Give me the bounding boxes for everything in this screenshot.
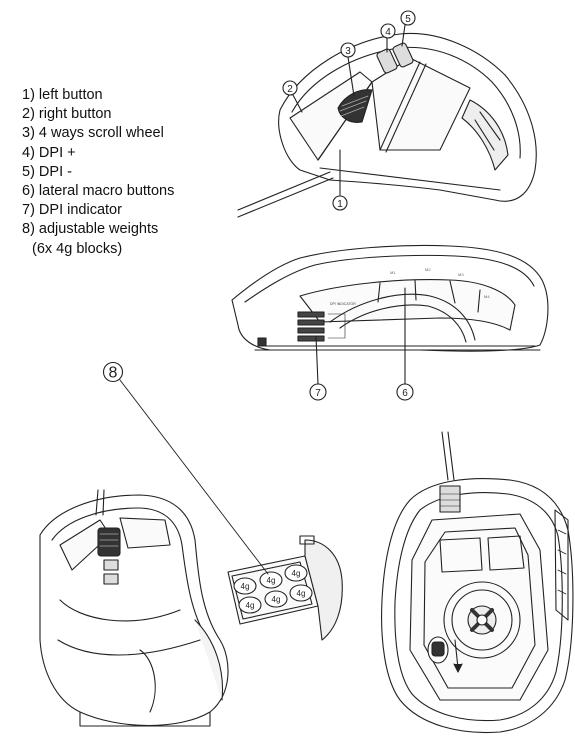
weight-block: 4g [233,577,257,595]
svg-text:3: 3 [345,46,351,57]
svg-text:4g: 4g [241,582,250,591]
callout-6: 6 [396,287,414,401]
svg-text:7: 7 [315,388,321,399]
weight-block: 4g [238,596,262,614]
legend-item-4: 4) DPI + [22,144,76,161]
weight-blocks: 4g 4g 4g 4g 4g 4g [233,564,313,614]
callout-5: 5 [400,10,416,47]
dpi-indicator-lights [297,311,325,342]
scroll-wheel [337,89,373,123]
svg-text:5: 5 [405,14,411,25]
legend-item-1: 1) left button [22,87,103,103]
svg-text:1: 1 [337,199,343,210]
legend-item-6: 6) lateral macro buttons [22,183,175,200]
weight-block: 4g [264,590,288,608]
dpi-minus-button [392,42,414,68]
svg-text:2: 2 [287,84,293,95]
callout-3: 3 [340,42,356,97]
callout-1: 1 [332,149,348,211]
callout-7: 7 [309,335,327,401]
legend-item-7: 7) DPI indicator [22,202,122,219]
weight-block: 4g [259,571,283,589]
legend-item-8-continuation: (6x 4g blocks) [32,240,123,257]
callout-4: 4 [380,23,396,53]
legend-item-8: 8) adjustable weights [22,221,159,238]
legend-item-3: 3) 4 ways scroll wheel [22,125,164,142]
scroll-wheel-front [97,527,121,557]
side-label-m4: M4 [484,294,490,299]
callout-2: 2 [282,80,303,113]
mouse-side-view: DPI INDICATOR M1 M2 M3 M4 [231,244,549,352]
svg-text:4g: 4g [292,569,301,578]
bottom-switch [427,636,463,673]
mouse-top-view [237,32,537,218]
side-label-m1: M1 [390,270,396,275]
side-label-dpi-indicator: DPI INDICATOR [330,302,356,306]
mouse-bottom-view [381,431,574,734]
weight-block: 4g [289,584,313,602]
side-label-m3: M3 [458,272,464,277]
svg-text:8: 8 [109,365,118,382]
side-label-m2: M2 [425,267,431,272]
svg-text:6: 6 [402,388,408,399]
mouse-weight-compartment-view [39,489,229,727]
svg-text:4: 4 [385,27,391,38]
legend-item-5: 5) DPI - [22,163,72,180]
callout-8: 8 [102,361,269,575]
svg-text:4g: 4g [297,589,306,598]
weight-block: 4g [284,564,308,582]
dpi-plus-button [376,48,398,74]
svg-text:4g: 4g [246,601,255,610]
svg-text:4g: 4g [267,576,276,585]
svg-text:4g: 4g [272,595,281,604]
parts-legend: 1) left button 2) right button 3) 4 ways… [22,86,174,259]
legend-item-2: 2) right button [22,106,112,123]
